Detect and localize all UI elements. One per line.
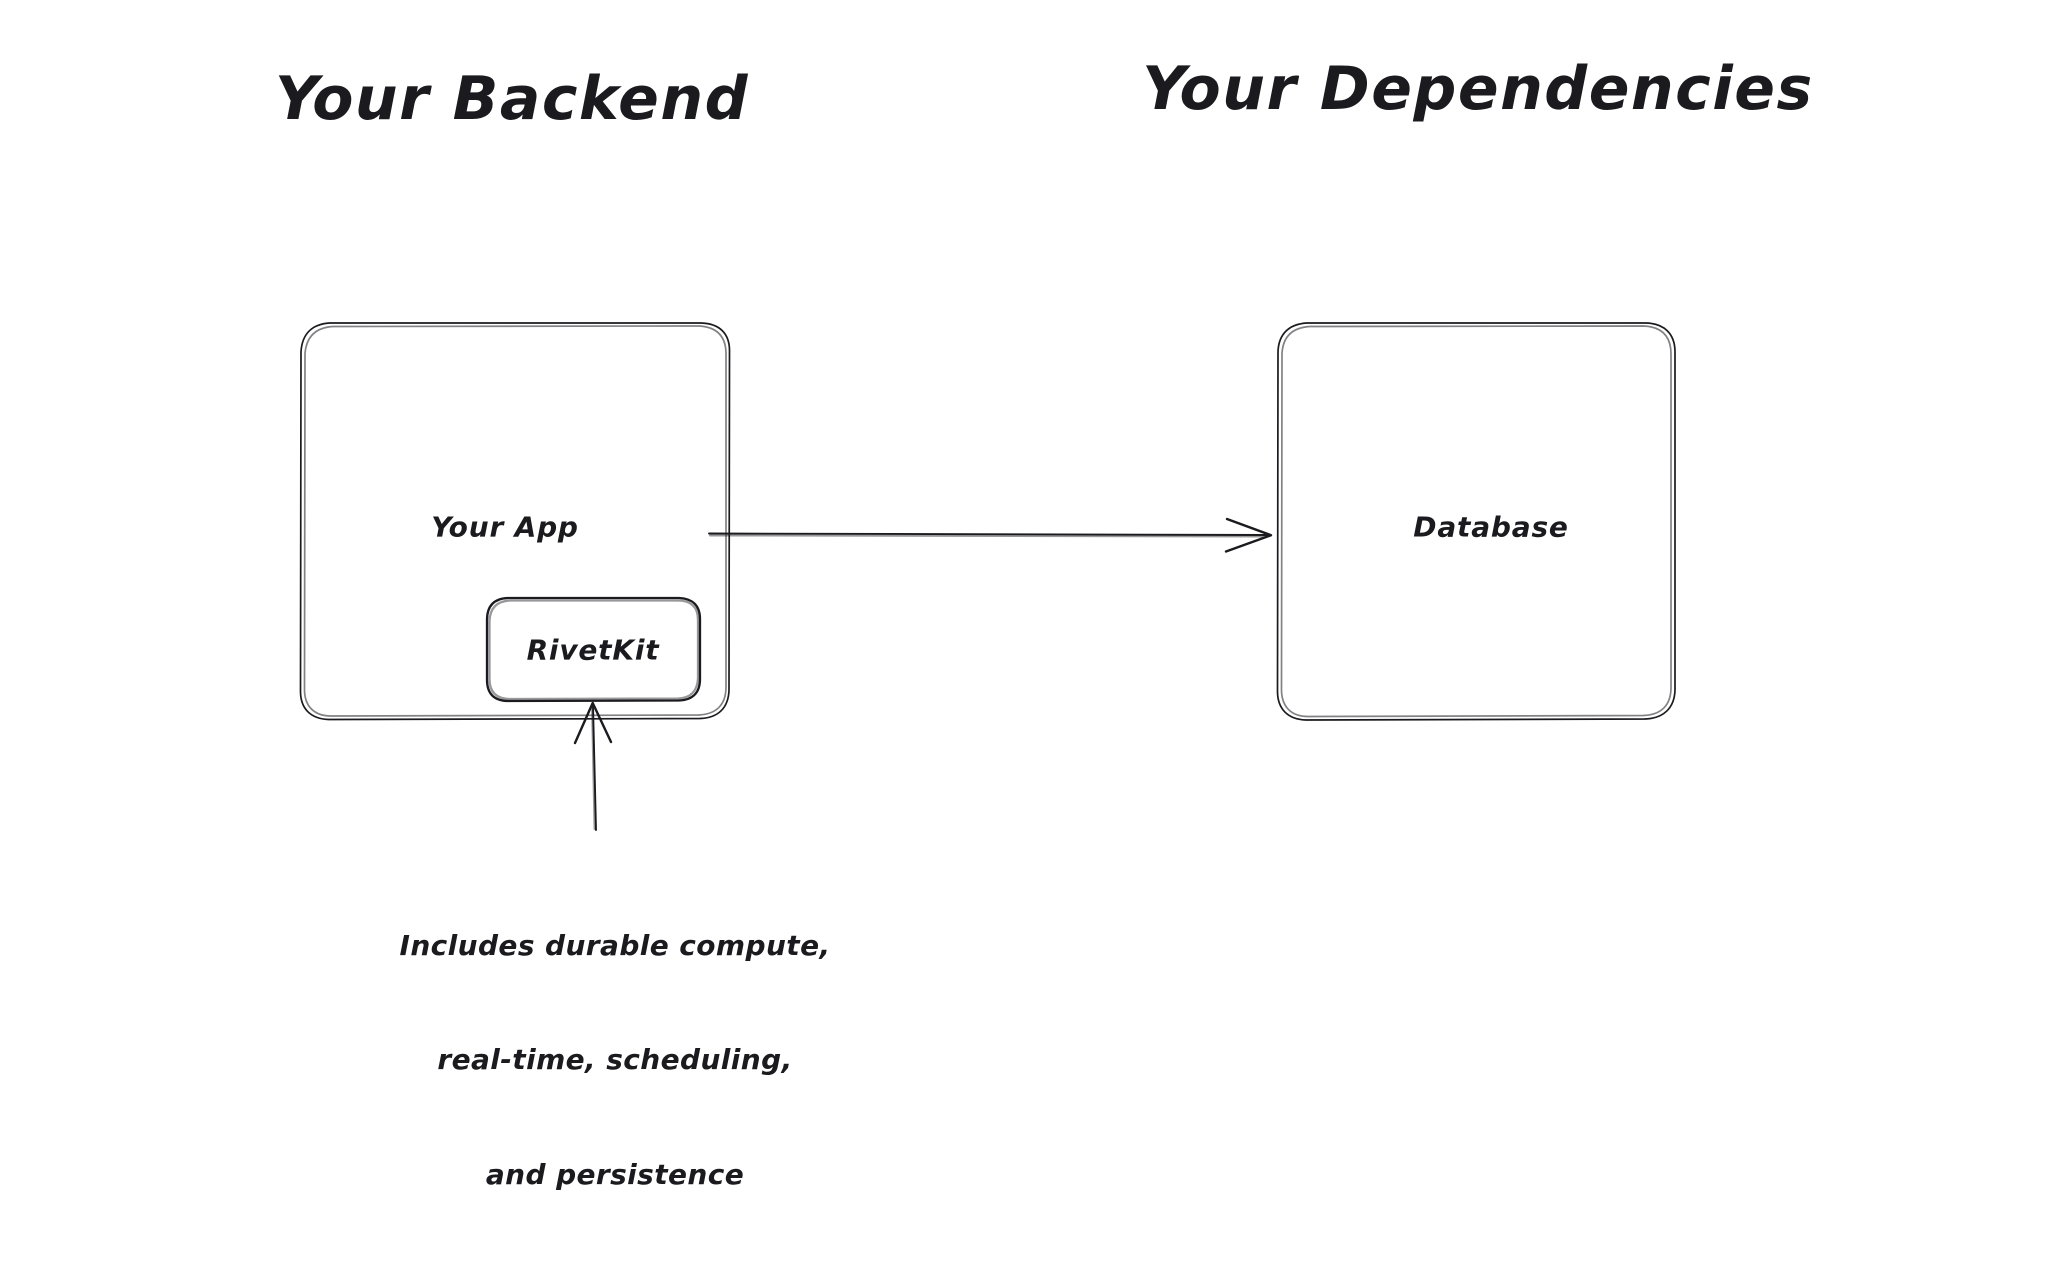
diagram-canvas: Your Backend Your Dependencies Your App … bbox=[274, 54, 1814, 1191]
database-box-shape bbox=[1276, 322, 1676, 721]
title-your-backend: Your Backend bbox=[274, 64, 750, 134]
your-app-box-shape bbox=[299, 322, 731, 721]
annotation-rivetkit-note: Includes durable compute, real-time, sch… bbox=[400, 851, 831, 1270]
diagram-sketch-layer bbox=[299, 322, 1676, 831]
node-label-database: Database bbox=[1413, 510, 1569, 544]
edge-app-to-database bbox=[708, 517, 1273, 553]
annotation-line-3: and persistence bbox=[485, 1157, 745, 1191]
title-your-dependencies: Your Dependencies bbox=[1142, 54, 1814, 124]
rivetkit-box-shape bbox=[485, 596, 702, 703]
annotation-line-2: real-time, scheduling, bbox=[437, 1043, 793, 1077]
node-label-rivetkit: RivetKit bbox=[526, 633, 660, 667]
edge-note-to-rivetkit bbox=[573, 701, 613, 831]
node-label-your-app: Your App bbox=[431, 510, 579, 544]
annotation-line-1: Includes durable compute, bbox=[399, 929, 831, 963]
